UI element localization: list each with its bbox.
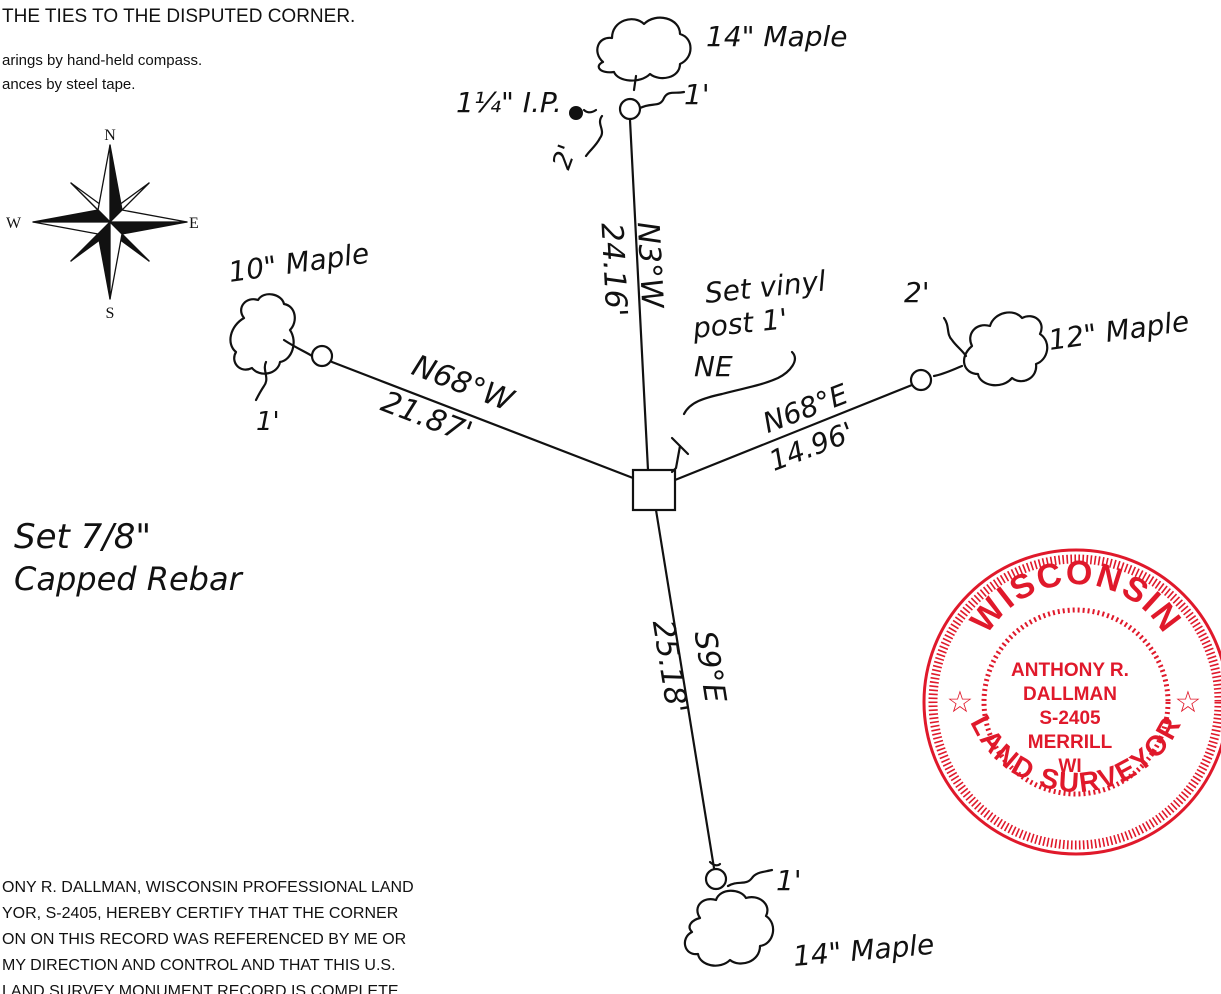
tie-line-south bbox=[654, 508, 716, 870]
seal-name-line2: DALLMAN bbox=[1023, 684, 1117, 705]
west-tie-point bbox=[310, 344, 334, 368]
tie-line-east bbox=[673, 383, 914, 482]
iron-pipe-dot bbox=[569, 106, 583, 120]
tree-east-icon bbox=[962, 311, 1049, 387]
north-tie-point bbox=[618, 97, 642, 121]
tie-line-west bbox=[330, 360, 635, 480]
compass-north-label: N bbox=[104, 127, 116, 144]
tree-west-icon bbox=[229, 293, 314, 375]
vinyl-note-line1: Set vinyl bbox=[703, 264, 827, 310]
seal-star-right-icon: ☆ bbox=[1175, 686, 1202, 719]
surveyor-seal: WISCONSIN LAND SURVEYOR ☆ ☆ ANTHONY R. D… bbox=[922, 548, 1221, 856]
rebar-note-line2: Capped Rebar bbox=[14, 560, 244, 598]
west-tree-label: 10" Maple bbox=[226, 237, 371, 289]
seal-state: WI bbox=[1058, 756, 1081, 777]
seal-star-left-icon: ☆ bbox=[947, 686, 974, 719]
south-tree-offset: 1' bbox=[776, 864, 802, 897]
certification-line: ONY R. DALLMAN, WISCONSIN PROFESSIONAL L… bbox=[2, 879, 414, 896]
compass-south-label: S bbox=[106, 305, 115, 322]
east-tree-offset: 2' bbox=[904, 276, 930, 309]
seal-city: MERRILL bbox=[1028, 732, 1113, 753]
vinyl-post-note: Set vinyl post 1' NE bbox=[690, 264, 827, 383]
compass-rose: N S E W bbox=[6, 127, 199, 322]
north-tree-offset: 1' bbox=[684, 78, 710, 111]
tie-line-north bbox=[628, 118, 650, 472]
east-tie-point bbox=[909, 368, 933, 392]
bearings-note: arings by hand-held compass. bbox=[2, 52, 202, 69]
vinyl-note-line3: NE bbox=[694, 350, 733, 383]
seal-top-text: WISCONSIN bbox=[963, 554, 1189, 640]
east-tree-label: 12" Maple bbox=[1046, 305, 1191, 357]
south-tie-labels: S9°E 25.18' 1' 14" Maple bbox=[645, 618, 936, 973]
north-bearing: N3°W bbox=[630, 221, 670, 310]
offset-marks bbox=[254, 90, 968, 888]
vinyl-note-line2: post 1' bbox=[690, 302, 789, 345]
rebar-note-line1: Set 7/8" bbox=[14, 517, 151, 557]
north-tie-labels: 14" Maple 1' 1¼" I.P. 2' N3°W 24.16' bbox=[456, 20, 848, 318]
tie-lines bbox=[330, 118, 914, 870]
certification-line: LAND SURVEY MONUMENT RECORD IS COMPLETE bbox=[2, 983, 399, 994]
tree-north-icon bbox=[596, 16, 692, 92]
seal-name-line1: ANTHONY R. bbox=[1011, 660, 1129, 681]
north-tree-label: 14" Maple bbox=[706, 20, 848, 53]
south-distance: 25.18' bbox=[645, 618, 694, 716]
compass-east-label: E bbox=[189, 215, 199, 232]
corner-monument bbox=[631, 468, 677, 512]
south-tree-label: 14" Maple bbox=[792, 928, 936, 973]
certification-block: ONY R. DALLMAN, WISCONSIN PROFESSIONAL L… bbox=[2, 879, 414, 994]
seal-license: S-2405 bbox=[1039, 708, 1101, 729]
north-pipe-label: 1¼" I.P. bbox=[456, 86, 562, 119]
west-tree-offset: 1' bbox=[256, 407, 280, 437]
certification-line: YOR, S-2405, HEREBY CERTIFY THAT THE COR… bbox=[2, 905, 398, 922]
certification-line: MY DIRECTION AND CONTROL AND THAT THIS U… bbox=[2, 957, 396, 974]
sheet-title: THE TIES TO THE DISPUTED CORNER. bbox=[2, 6, 355, 27]
certification-line: ON ON THIS RECORD WAS REFERENCED BY ME O… bbox=[2, 931, 406, 948]
tree-south-icon bbox=[683, 889, 775, 967]
south-tie-point bbox=[704, 867, 728, 891]
compass-star-icon bbox=[32, 144, 188, 300]
distances-note: ances by steel tape. bbox=[2, 76, 135, 93]
compass-west-label: W bbox=[6, 215, 22, 232]
east-tie-labels: 12" Maple 2' N68°E 14.96' bbox=[758, 276, 1191, 478]
rebar-note: Set 7/8" Capped Rebar bbox=[14, 517, 244, 598]
south-bearing: S9°E bbox=[687, 628, 733, 705]
north-pin-offset: 2' bbox=[547, 141, 583, 174]
north-distance: 24.16' bbox=[594, 222, 634, 318]
